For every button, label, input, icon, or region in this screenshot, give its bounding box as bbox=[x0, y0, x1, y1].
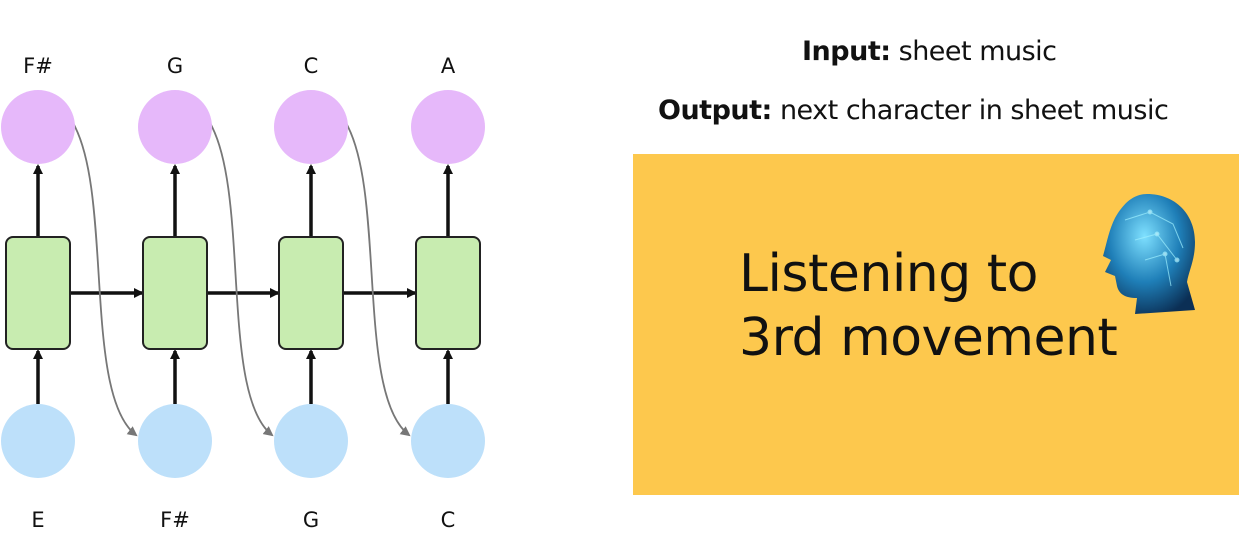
now-playing-line-2: 3rd movement bbox=[739, 308, 1118, 368]
now-playing-card: Listening to 3rd movement bbox=[633, 154, 1239, 495]
input-note-label: C bbox=[441, 508, 456, 532]
rnn-cell bbox=[415, 236, 481, 350]
input-key: Input: bbox=[802, 36, 891, 67]
output-key: Output: bbox=[658, 95, 772, 126]
rnn-cell bbox=[142, 236, 208, 350]
feedback-arrow bbox=[72, 122, 138, 437]
rnn-cell bbox=[5, 236, 71, 350]
input-note-label: F# bbox=[160, 508, 190, 532]
input-node bbox=[274, 404, 348, 478]
now-playing-text: Listening to 3rd movement bbox=[739, 242, 1118, 370]
output-node bbox=[138, 90, 212, 164]
output-note-label: F# bbox=[23, 54, 53, 78]
output-note-label: G bbox=[167, 54, 183, 78]
ai-head-icon bbox=[1103, 194, 1195, 314]
output-description: Output: next character in sheet music bbox=[658, 95, 1169, 126]
rnn-diagram: F# E G F# C G A C bbox=[1, 54, 485, 532]
input-note-label: G bbox=[303, 508, 319, 532]
rnn-cell bbox=[278, 236, 344, 350]
input-node bbox=[138, 404, 212, 478]
input-value: sheet music bbox=[898, 36, 1057, 67]
now-playing-line-1: Listening to bbox=[739, 244, 1039, 304]
feedback-arrow bbox=[209, 122, 274, 437]
input-node bbox=[411, 404, 485, 478]
output-node bbox=[411, 90, 485, 164]
output-value: next character in sheet music bbox=[779, 95, 1169, 126]
input-note-label: E bbox=[31, 508, 44, 532]
output-node bbox=[1, 90, 75, 164]
output-note-label: A bbox=[441, 54, 456, 78]
input-node bbox=[1, 404, 75, 478]
output-node bbox=[274, 90, 348, 164]
input-description: Input: sheet music bbox=[802, 36, 1057, 67]
feedback-arrow bbox=[345, 122, 411, 437]
output-note-label: C bbox=[304, 54, 319, 78]
